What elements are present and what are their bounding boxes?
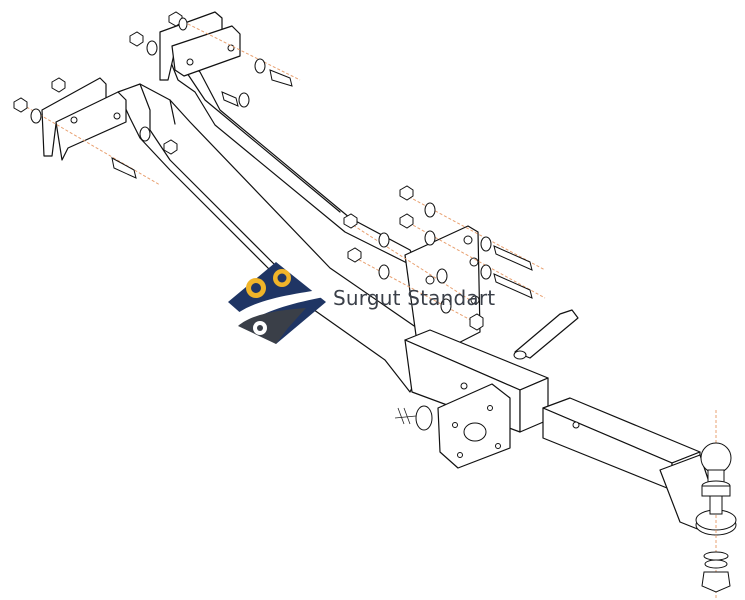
mount-plate-left [41,77,127,161]
fasteners-top [129,11,301,108]
socket-plate [437,383,511,469]
center-plate [404,225,481,361]
fasteners-center [343,185,546,331]
brand-watermark: Surgut Standart [226,258,526,348]
fasteners-left [13,77,178,186]
hitch-pin [394,309,579,431]
mount-plate-top [159,11,241,81]
draw-bar [542,397,737,536]
tow-ball [700,410,732,598]
brand-name: Surgut Standart [333,286,496,310]
brand-logo-icon [228,262,330,344]
